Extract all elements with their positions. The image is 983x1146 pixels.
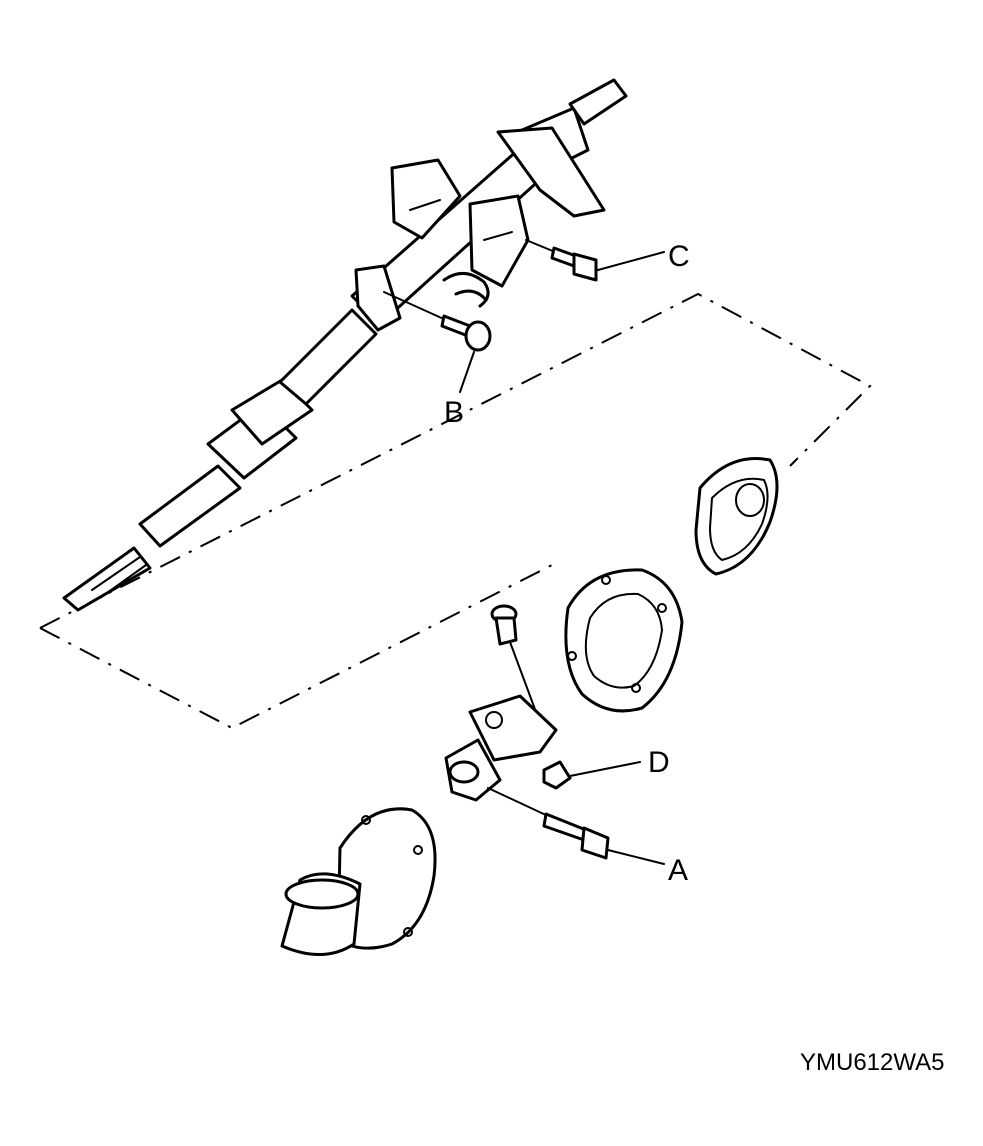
dashed-assembly-outline-lower bbox=[39, 564, 553, 730]
leader-line-a bbox=[607, 849, 665, 865]
callout-label-d: D bbox=[648, 746, 670, 779]
nut-d bbox=[542, 760, 572, 790]
callout-label-a: A bbox=[668, 854, 688, 887]
lower-universal-joint bbox=[444, 694, 558, 802]
bolt-b bbox=[383, 291, 492, 352]
lower-column-cover bbox=[280, 807, 437, 956]
figure-code: YMU612WA5 bbox=[800, 1049, 945, 1076]
column-clamp bbox=[354, 264, 402, 332]
leader-line-b bbox=[459, 351, 475, 393]
upper-mounting-bracket bbox=[390, 126, 606, 308]
leader-line-c bbox=[597, 251, 665, 271]
leader-line-d bbox=[569, 761, 641, 777]
bolt-c bbox=[525, 239, 598, 282]
callout-label-c: C bbox=[668, 240, 690, 273]
boot-plate bbox=[564, 568, 684, 713]
dust-seal bbox=[694, 457, 779, 576]
callout-label-b: B bbox=[444, 396, 464, 429]
dashed-assembly-outline bbox=[39, 292, 872, 629]
bolt-a bbox=[487, 787, 610, 860]
pinch-bolt-top bbox=[490, 604, 537, 713]
